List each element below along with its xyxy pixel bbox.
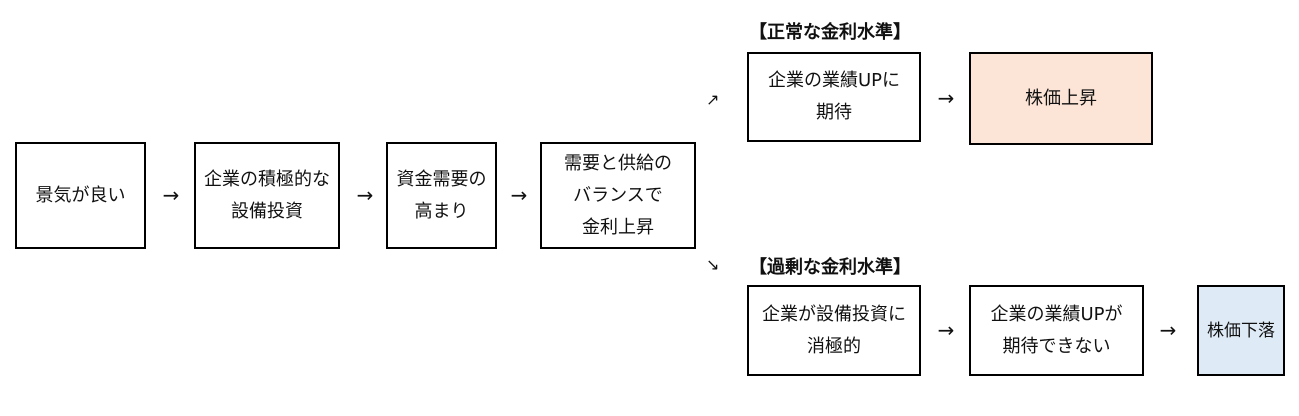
arrow-right-icon: → (510, 183, 528, 207)
arrow-right-icon: → (937, 318, 955, 342)
box-capex-reluctance: 企業が設備投資に 消極的 (747, 285, 921, 376)
arrow-right-icon: → (937, 86, 955, 110)
heading-normal-rate: 【正常な金利水準】 (749, 22, 911, 43)
box-stock-rise: 株価上昇 (969, 52, 1153, 145)
box-stock-fall: 株価下落 (1197, 285, 1285, 376)
box-funding-demand: 資金需要の 高まり (386, 142, 497, 249)
box-good-economy: 景気が良い (15, 142, 146, 249)
arrow-down-right-icon: ↘ (706, 255, 720, 274)
box-active-capex: 企業の積極的な 設備投資 (194, 142, 340, 249)
heading-excess-rate: 【過剰な金利水準】 (749, 257, 911, 278)
arrow-up-right-icon: ↗ (706, 90, 720, 109)
box-rate-rise: 需要と供給の バランスで 金利上昇 (540, 142, 696, 249)
arrow-right-icon: → (1159, 318, 1177, 342)
box-earnings-expectation: 企業の業績UPに 期待 (747, 52, 921, 142)
arrow-right-icon: → (162, 183, 180, 207)
box-no-earnings-expectation: 企業の業績UPが 期待できない (969, 285, 1144, 376)
arrow-right-icon: → (356, 183, 374, 207)
